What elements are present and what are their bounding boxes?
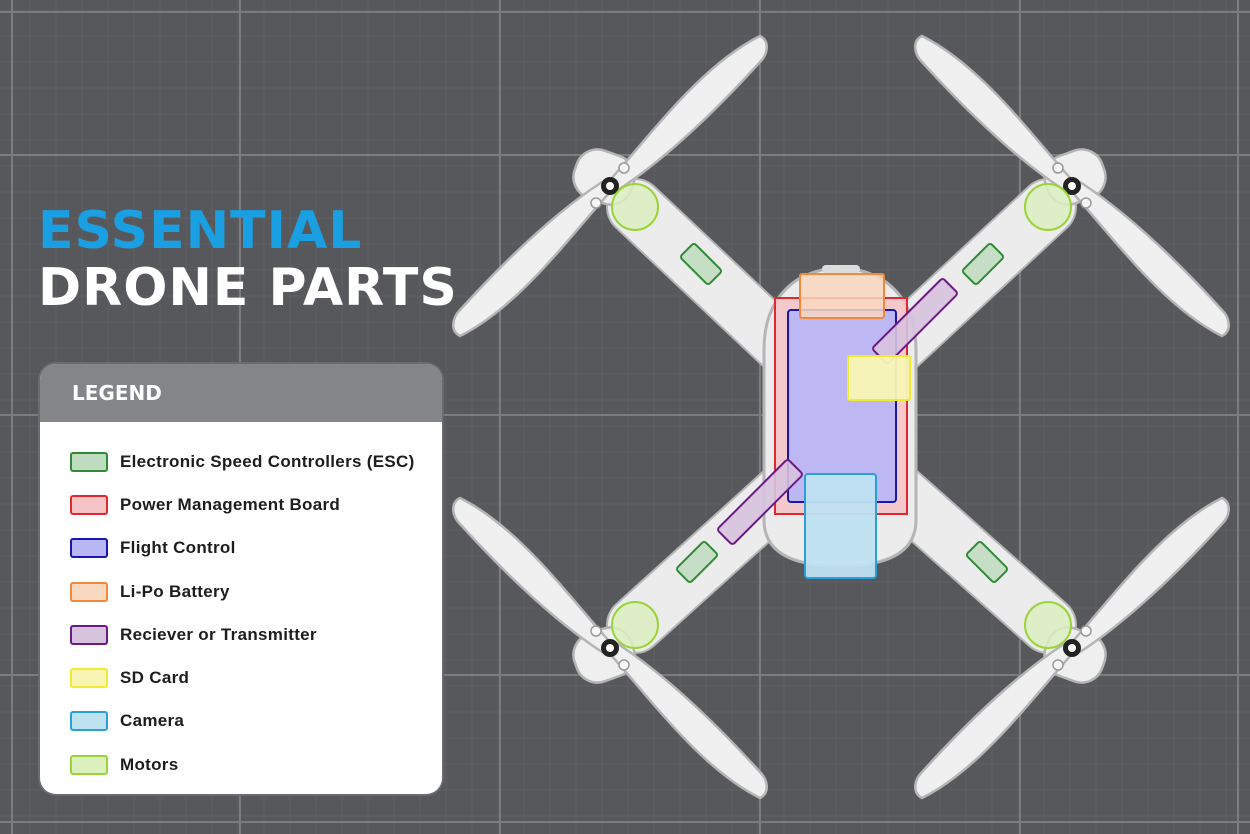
esc-overlay: [676, 541, 718, 583]
legend-list: Electronic Speed Controllers (ESC) Power…: [40, 422, 442, 786]
title-line-2: DRONE PARTS: [38, 258, 458, 318]
propeller-hubs: [601, 177, 1081, 657]
legend-item-lipo-battery: Li-Po Battery: [70, 570, 442, 613]
legend-item-camera: Camera: [70, 700, 442, 743]
legend-label-power-management-board: Power Management Board: [120, 494, 341, 514]
motor-overlay: [1024, 183, 1072, 231]
legend-panel: LEGEND Electronic Speed Controllers (ESC…: [40, 364, 442, 794]
legend-item-esc: Electronic Speed Controllers (ESC): [70, 440, 442, 483]
legend-swatch-esc: [70, 451, 108, 472]
legend-swatch-sd-card: [70, 668, 108, 689]
motor-overlay: [1024, 601, 1072, 649]
legend-item-flight-control: Flight Control: [70, 527, 442, 570]
legend-swatch-motors: [70, 754, 108, 775]
legend-label-esc: Electronic Speed Controllers (ESC): [120, 451, 415, 471]
legend-swatch-power-management-board: [70, 494, 108, 515]
legend-swatch-flight-control: [70, 538, 108, 559]
legend-label-camera: Camera: [120, 711, 185, 731]
esc-overlay: [966, 541, 1008, 583]
legend-item-receiver-transmitter: Reciever or Transmitter: [70, 613, 442, 656]
legend-label-flight-control: Flight Control: [120, 538, 236, 558]
component-overlays: [611, 183, 1072, 649]
legend-label-receiver-transmitter: Reciever or Transmitter: [120, 624, 317, 644]
legend-title: LEGEND: [72, 381, 162, 405]
camera-overlay: [804, 473, 877, 579]
esc-overlay: [962, 243, 1004, 285]
receiver-overlay: [717, 459, 803, 545]
title-line-1: ESSENTIAL: [38, 201, 363, 261]
legend-label-lipo-battery: Li-Po Battery: [120, 581, 230, 601]
legend-item-motors: Motors: [70, 743, 442, 786]
esc-overlay: [680, 243, 722, 285]
legend-header: LEGEND: [40, 364, 442, 422]
motor-overlay: [611, 601, 659, 649]
legend-label-motors: Motors: [120, 754, 179, 774]
legend-item-sd-card: SD Card: [70, 656, 442, 699]
legend-swatch-lipo-battery: [70, 581, 108, 602]
motor-screw-holes: [590, 162, 1092, 671]
legend-swatch-camera: [70, 711, 108, 732]
battery-overlay: [799, 273, 885, 319]
legend-label-sd-card: SD Card: [120, 668, 190, 688]
legend-item-power-management-board: Power Management Board: [70, 483, 442, 526]
legend-swatch-receiver-transmitter: [70, 624, 108, 645]
motor-overlay: [611, 183, 659, 231]
sd-card-overlay: [847, 355, 911, 401]
